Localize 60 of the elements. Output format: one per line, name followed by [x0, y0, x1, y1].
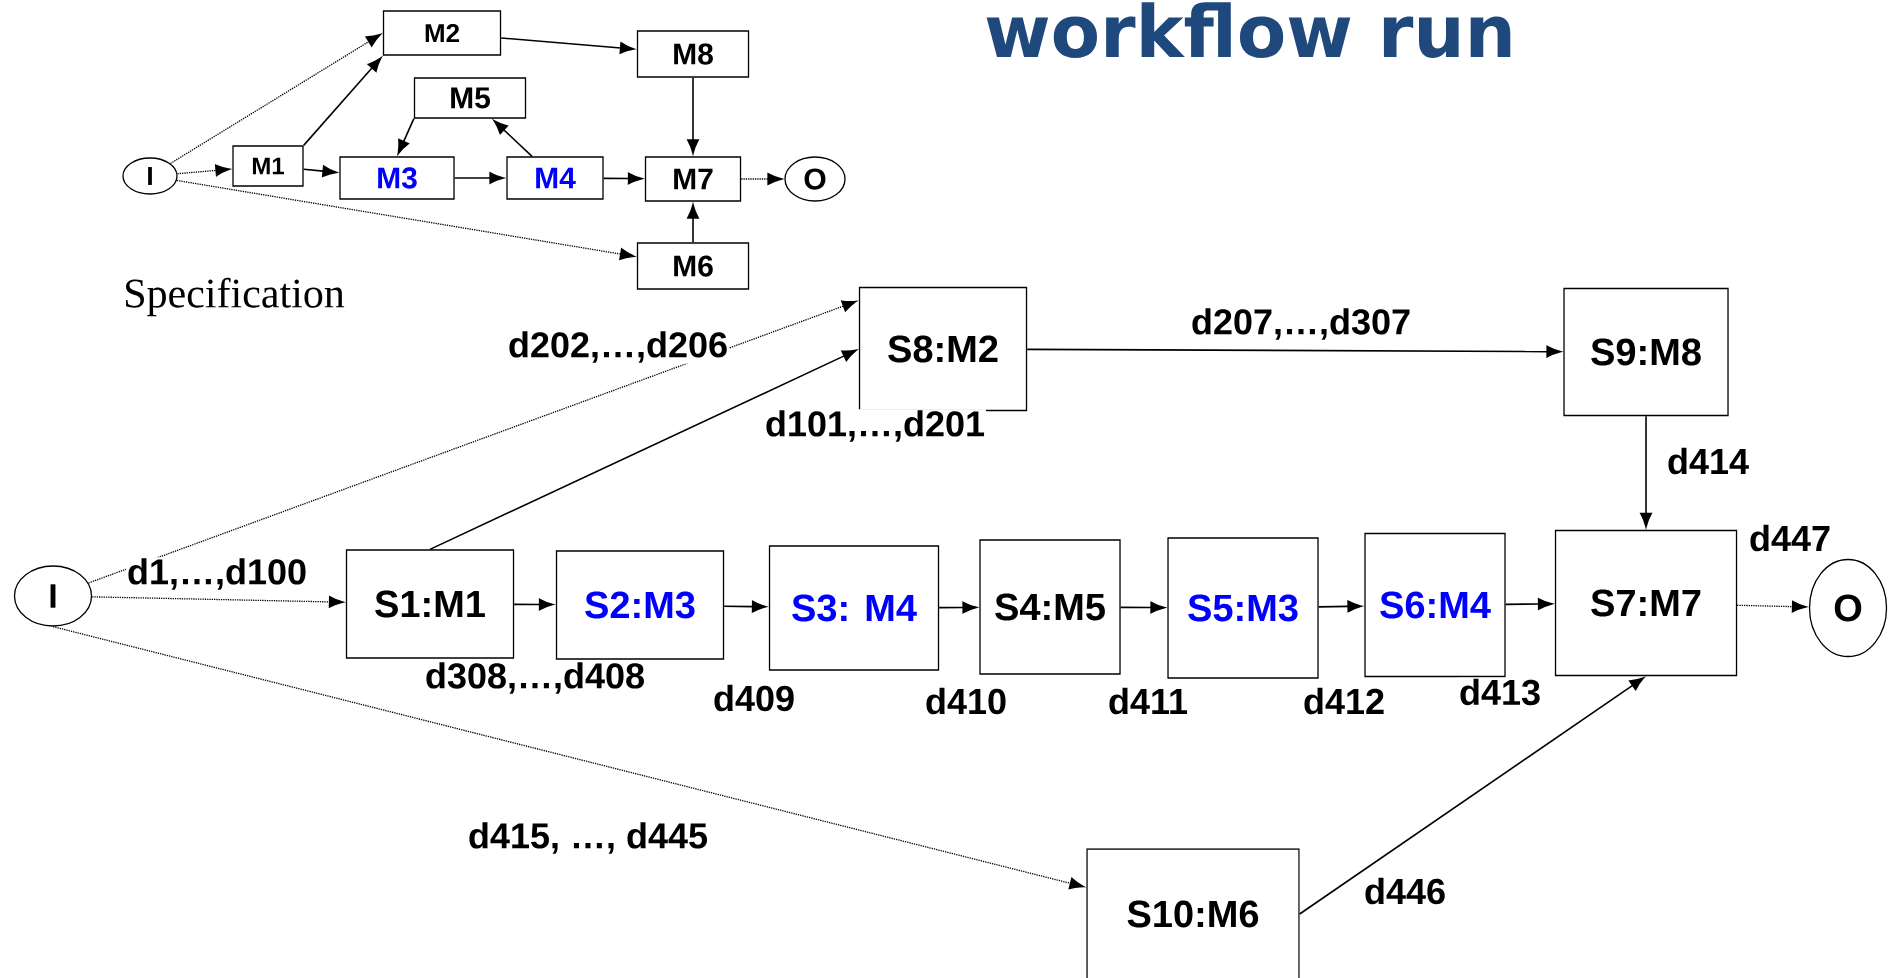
- arrow: [500, 37, 635, 54]
- arrow: [1298, 677, 1645, 915]
- edge-label: d207,…,d307: [1189, 307, 1413, 341]
- edge-label: d414: [1666, 446, 1751, 476]
- process-box: S7:M7: [1554, 529, 1738, 677]
- arrow: [1317, 600, 1362, 613]
- process-box: M1: [232, 145, 304, 187]
- edge-label: d1,…,d100: [125, 557, 309, 591]
- arrow: [302, 57, 382, 147]
- edge-label: d101,…,d201: [763, 409, 987, 443]
- arrow: [397, 117, 415, 155]
- arrow: [52, 626, 1085, 890]
- process-box: M2: [382, 10, 502, 56]
- arrow: [1736, 600, 1807, 613]
- arrow: [87, 300, 858, 584]
- edge-label: d409: [712, 683, 797, 713]
- caption: Specification: [126, 277, 345, 317]
- edge-label: d413: [1458, 677, 1543, 707]
- process-box: S6:M4: [1364, 532, 1506, 678]
- arrow: [429, 349, 857, 551]
- process-box: M7: [644, 156, 742, 202]
- process-box: S5:M3: [1167, 537, 1319, 679]
- edge-label: d410: [924, 686, 1009, 716]
- edge-label: d411: [1107, 686, 1190, 716]
- edge-label: d308,…,d408: [423, 661, 647, 695]
- arrow: [176, 179, 635, 260]
- arrow: [493, 120, 533, 158]
- arrow: [302, 165, 337, 177]
- process-box: S4:M5: [979, 539, 1121, 675]
- arrow: [1119, 601, 1165, 614]
- arrow: [687, 204, 699, 244]
- arrow: [513, 598, 554, 611]
- arrow: [1504, 598, 1553, 610]
- process-box: S9:M8: [1563, 287, 1729, 417]
- arrow: [740, 173, 783, 185]
- edge-label: d446: [1363, 876, 1448, 906]
- process-box: M3: [339, 156, 455, 200]
- arrow: [91, 595, 344, 608]
- process-box: M4: [506, 156, 604, 200]
- arrow: [169, 33, 382, 165]
- process-box: S10:M6: [1086, 848, 1300, 978]
- arrow: [938, 601, 977, 614]
- arrow: [176, 164, 231, 177]
- arrow: [602, 172, 643, 185]
- arrow: [687, 76, 699, 154]
- arrow: [1026, 345, 1561, 358]
- edge-label: d415, …, d445: [466, 821, 710, 855]
- arrow: [453, 172, 504, 184]
- edge-label: d447: [1748, 523, 1833, 553]
- arrow: [1640, 415, 1652, 528]
- title: workflow run: [986, 2, 1511, 58]
- edge-label: d202,…,d206: [506, 330, 730, 364]
- process-box: M5: [413, 77, 527, 119]
- process-box: M8: [636, 30, 750, 78]
- edge-label: d412: [1302, 686, 1387, 716]
- process-box: S2:M3: [555, 550, 725, 660]
- process-box: S3: M4: [768, 545, 940, 671]
- process-box: M6: [636, 242, 750, 290]
- process-box: S1:M1: [345, 549, 515, 659]
- arrow: [723, 600, 767, 613]
